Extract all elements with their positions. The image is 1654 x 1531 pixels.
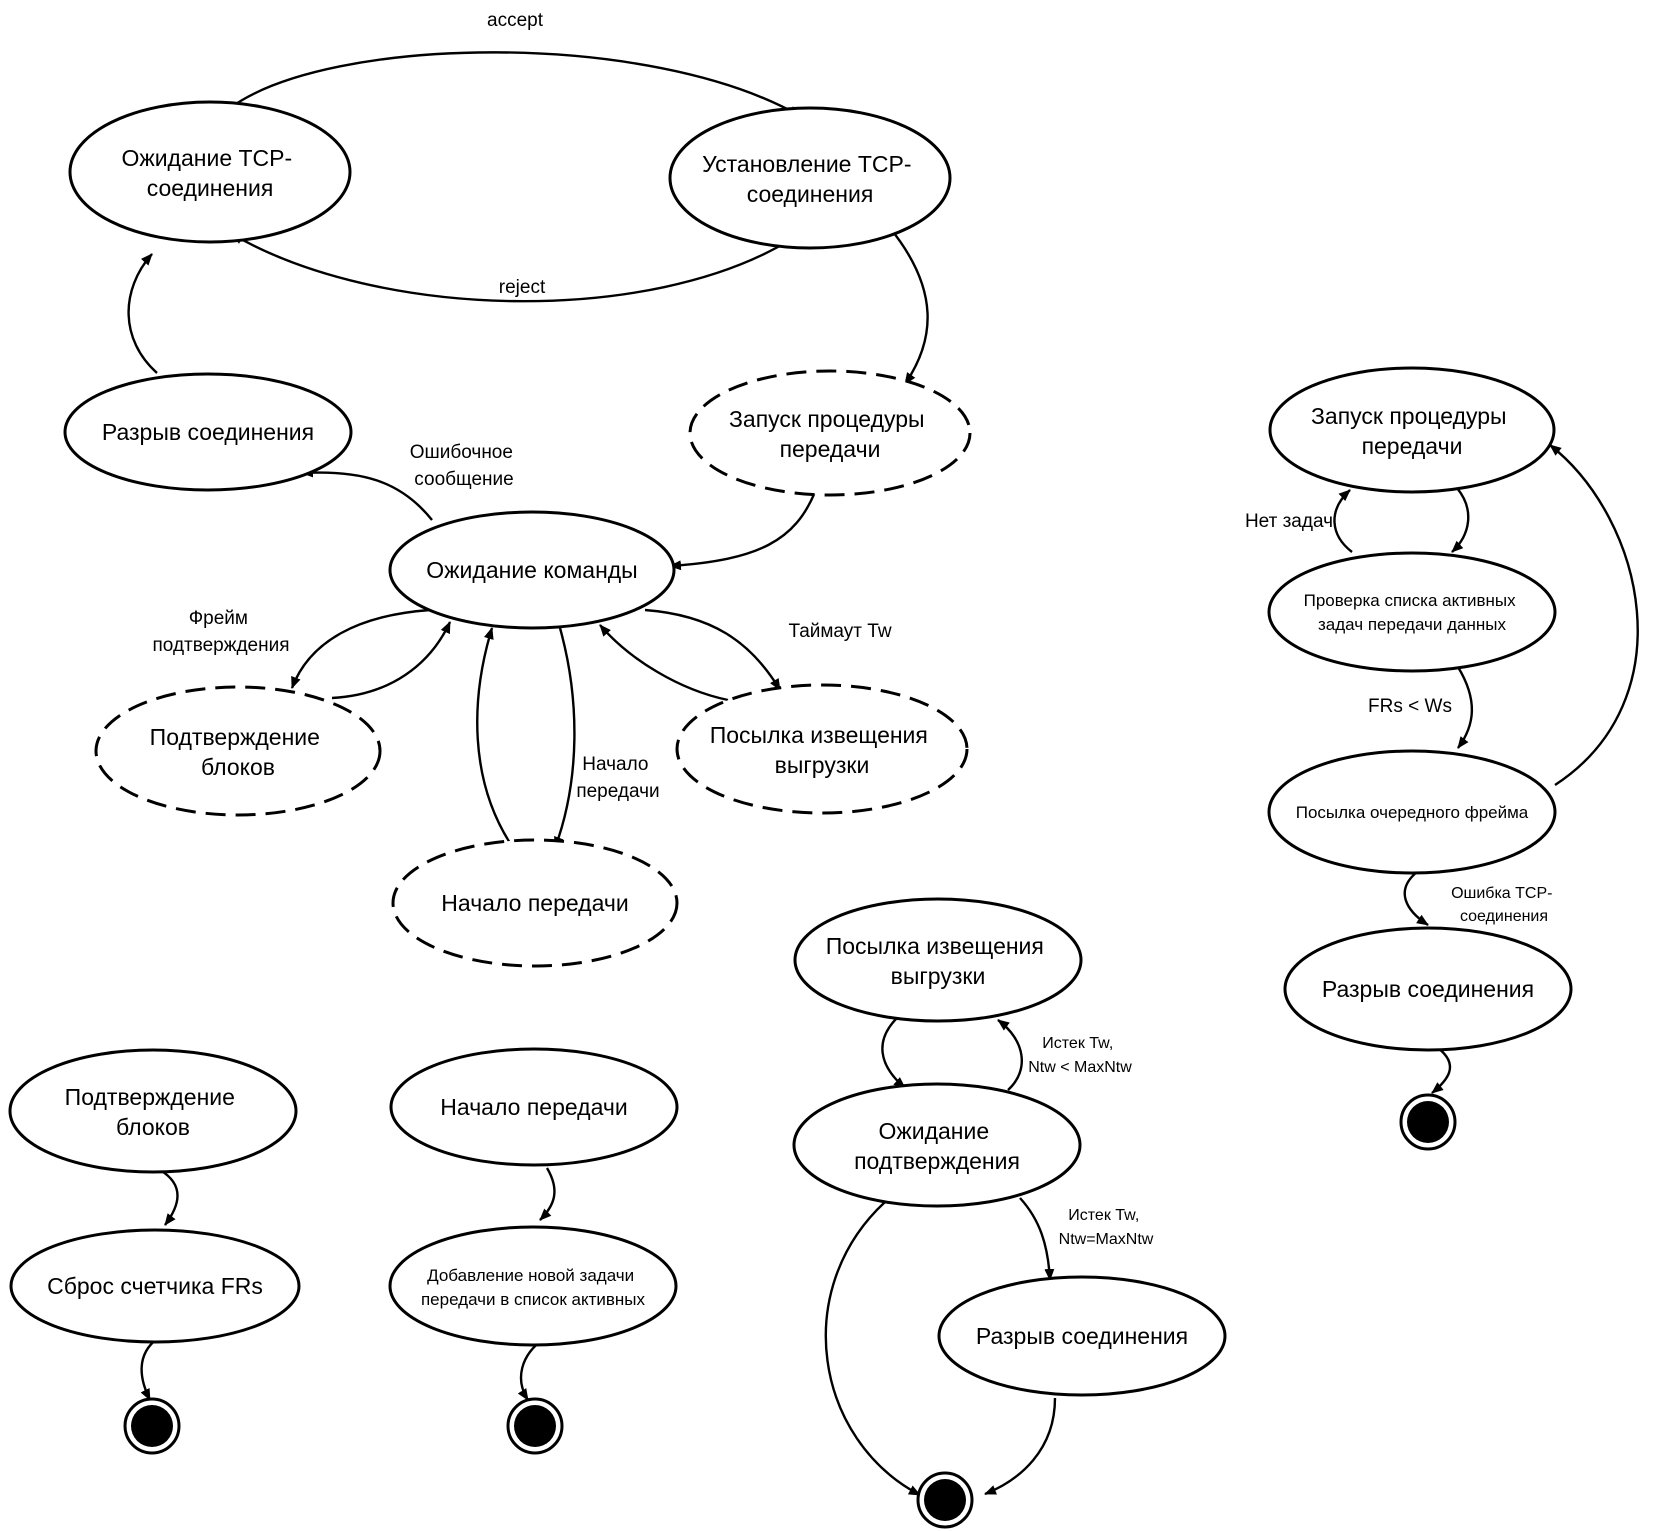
label-tcp-error: Ошибка TCP- соединения xyxy=(1451,885,1557,925)
state-start-proc-1-label: Запуск процедуры передачи xyxy=(729,406,931,462)
state-add-task-label: Добавление новой задачи передачи в списо… xyxy=(421,1266,646,1309)
state-send-next-frame-label: Посылка очередного фрейма xyxy=(1296,803,1529,822)
state-disconnect-1: Разрыв соединения xyxy=(63,372,353,492)
final-state-4 xyxy=(1399,1093,1457,1151)
reject-arrow xyxy=(231,232,791,303)
state-disconnect-2: Разрыв соединения xyxy=(937,1275,1227,1397)
state-send-notice-2-label: Посылка извещения выгрузки xyxy=(826,933,1051,989)
state-send-next-frame: Посылка очередного фрейма xyxy=(1267,749,1557,875)
state-add-task: Добавление новой задачи передачи в списо… xyxy=(388,1225,678,1347)
label-tw-expired-lt: Истек Tw, Ntw < MaxNtw xyxy=(1028,1035,1132,1076)
state-disconnect-3: Разрыв соединения xyxy=(1283,926,1573,1052)
state-start-transfer-2: Начало передачи xyxy=(389,1047,679,1167)
state-reset-counter: Сброс счетчика FRs xyxy=(9,1228,301,1344)
final-state-3 xyxy=(916,1471,974,1529)
wait-cmd-to-confirm-arrow xyxy=(290,608,431,689)
timeout-arrow xyxy=(644,608,782,691)
disconnect-to-wait-arrow xyxy=(127,253,158,374)
wait-confirm-to-notice2-arrow xyxy=(997,1019,1023,1091)
error-msg-arrow xyxy=(301,467,433,521)
confirm2-to-reset-arrow xyxy=(159,1168,179,1226)
state-establish-tcp-label: Установление TCP- соединения xyxy=(702,151,918,207)
transitions xyxy=(127,51,1639,1497)
label-no-tasks: Нет задач xyxy=(1245,511,1333,532)
state-establish-tcp: Установление TCP- соединения xyxy=(668,106,952,250)
add-task-to-final-arrow xyxy=(517,1337,546,1401)
label-confirm-frame: Фрейм подтверждения xyxy=(153,608,290,656)
reset-to-final-arrow xyxy=(140,1337,159,1401)
state-start-transfer-2-label: Начало передачи xyxy=(440,1094,627,1120)
final-state-2 xyxy=(506,1397,564,1455)
state-disconnect-3-label: Разрыв соединения xyxy=(1322,976,1534,1002)
state-check-list: Проверка списка активных задач передачи … xyxy=(1267,551,1557,673)
final-state-1 xyxy=(123,1397,181,1455)
wait-cmd-to-start-transfer-arrow xyxy=(553,627,576,849)
state-start-proc-2: Запуск процедуры передачи xyxy=(1268,366,1556,494)
disconnect3-to-final-arrow xyxy=(1431,1047,1452,1094)
state-start-proc-1: Запуск процедуры передачи xyxy=(688,369,972,497)
notice2-to-wait-confirm-arrow xyxy=(881,1017,906,1089)
start2-to-add-task-arrow xyxy=(539,1167,556,1221)
wait-confirm-to-final-arrow xyxy=(824,1201,921,1497)
label-accept: accept xyxy=(487,10,544,31)
state-send-notice-1-label: Посылка извещения выгрузки xyxy=(710,722,935,778)
state-confirm-blocks-2: Подтверждение блоков xyxy=(8,1048,298,1174)
disconnect2-to-final-arrow xyxy=(984,1397,1057,1496)
label-tw-expired-eq: Истек Tw, Ntw=MaxNtw xyxy=(1059,1207,1154,1248)
state-send-notice-2: Посылка извещения выгрузки xyxy=(793,897,1083,1023)
start-proc-to-wait-cmd-arrow xyxy=(669,491,817,571)
notice-to-wait-cmd-arrow xyxy=(599,624,729,702)
state-start-transfer-1: Начало передачи xyxy=(391,838,679,968)
state-wait-cmd: Ожидание команды xyxy=(388,510,676,630)
states: Ожидание TCP- соединения Установление TC… xyxy=(8,100,1573,1397)
state-wait-cmd-label: Ожидание команды xyxy=(426,557,637,583)
label-timeout-tw: Таймаут Tw xyxy=(788,621,891,642)
state-start-proc-2-label: Запуск процедуры передачи xyxy=(1311,403,1513,459)
state-confirm-blocks-1-label: Подтверждение блоков xyxy=(150,724,327,780)
start-transfer-to-wait-cmd-arrow xyxy=(476,627,512,844)
label-error-msg: Ошибочное сообщение xyxy=(410,442,518,490)
next-frame-to-disconnect3-arrow xyxy=(1403,871,1429,927)
accept-arrow xyxy=(229,51,801,118)
no-tasks-arrow xyxy=(1333,489,1353,553)
state-disconnect-2-label: Разрыв соединения xyxy=(976,1323,1188,1349)
label-reject: reject xyxy=(499,277,546,298)
final-states xyxy=(123,1093,1457,1529)
start-proc2-to-check-arrow xyxy=(1451,487,1470,553)
wait-confirm-to-disconnect2-arrow xyxy=(1019,1197,1055,1281)
state-start-transfer-1-label: Начало передачи xyxy=(441,890,628,916)
transition-labels: accept reject Ошибочное сообщение Фрейм … xyxy=(153,10,1557,1248)
state-disconnect-1-label: Разрыв соединения xyxy=(102,419,314,445)
state-send-notice-1: Посылка извещения выгрузки xyxy=(675,683,969,815)
state-confirm-blocks-2-label: Подтверждение блоков xyxy=(65,1084,242,1140)
check-to-next-frame-arrow xyxy=(1456,666,1474,749)
next-frame-to-start-proc2-arrow xyxy=(1549,444,1639,787)
state-reset-counter-label: Сброс счетчика FRs xyxy=(47,1273,263,1299)
state-confirm-blocks-1: Подтверждение блоков xyxy=(94,685,382,817)
state-wait-tcp: Ожидание TCP- соединения xyxy=(68,100,352,244)
confirm-to-wait-cmd-arrow xyxy=(331,621,452,700)
state-check-list-label: Проверка списка активных задач передачи … xyxy=(1304,591,1521,634)
state-wait-confirm-label: Ожидание подтверждения xyxy=(854,1118,1020,1174)
establish-to-start-proc-arrow xyxy=(889,227,929,385)
state-wait-tcp-label: Ожидание TCP- соединения xyxy=(121,145,298,201)
label-frs-lt-ws: FRs < Ws xyxy=(1368,696,1452,717)
label-begin-transfer: Начало передачи xyxy=(576,754,659,802)
state-wait-confirm: Ожидание подтверждения xyxy=(792,1082,1082,1208)
